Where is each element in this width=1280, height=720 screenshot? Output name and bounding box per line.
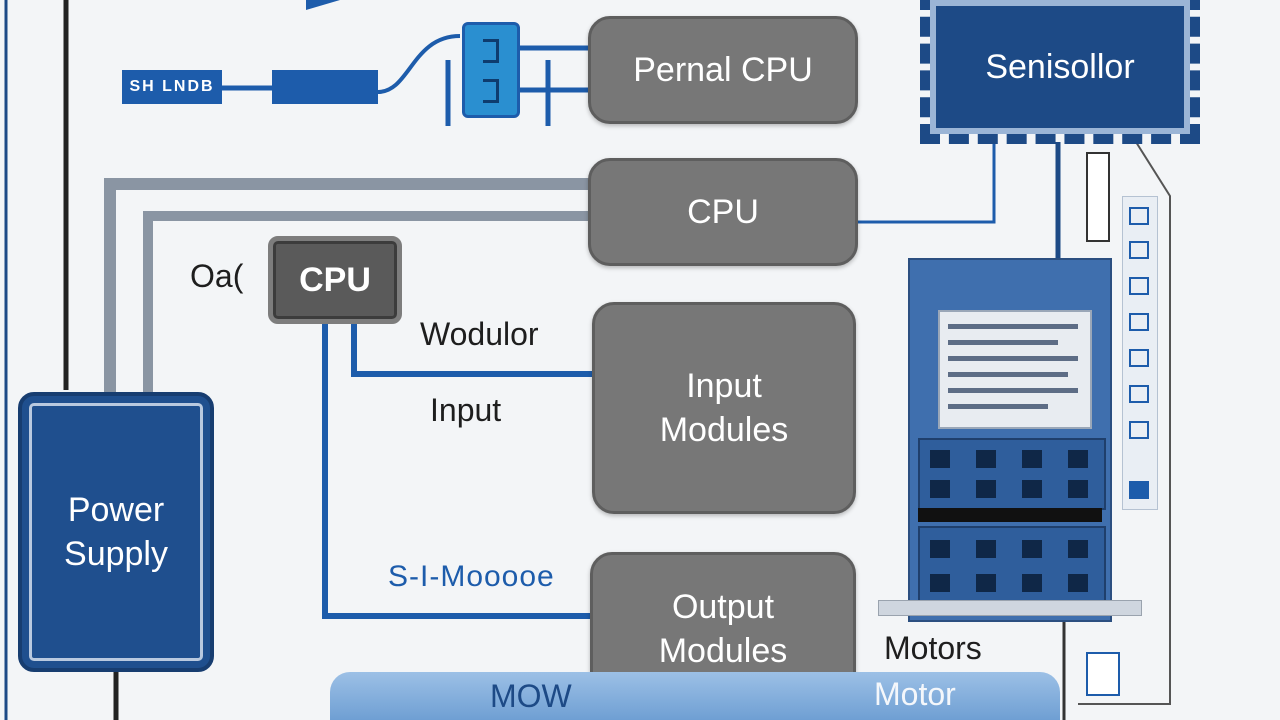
indicator-icon bbox=[1129, 241, 1149, 259]
s-modoce-label: S-I-Mooooe bbox=[388, 560, 555, 593]
switch-stack-icon bbox=[1086, 152, 1110, 242]
plc-io-bank-icon bbox=[918, 438, 1106, 510]
mow-label: MOW bbox=[490, 678, 572, 714]
din-rail-icon bbox=[878, 600, 1142, 616]
motor-symbol-icon bbox=[1086, 652, 1120, 696]
plc-display-icon bbox=[938, 310, 1092, 429]
input-modules-label-1: Input bbox=[686, 366, 762, 405]
motor-label: Motor bbox=[874, 676, 956, 712]
sensor-label: Senisollor bbox=[985, 47, 1135, 86]
oa-label: Oa( bbox=[190, 258, 244, 294]
connector-plug-icon bbox=[462, 22, 520, 118]
bottom-banner bbox=[330, 672, 1060, 720]
connector-block bbox=[272, 70, 378, 104]
indicator-strip bbox=[1122, 196, 1158, 510]
plc-separator bbox=[918, 508, 1102, 522]
indicator-icon bbox=[1129, 421, 1149, 439]
plc-io-bank-icon bbox=[918, 526, 1106, 614]
plug-pin-icon bbox=[483, 79, 499, 103]
input-label: Input bbox=[430, 392, 502, 428]
sensor-box: Senisollor bbox=[920, 0, 1200, 144]
indicator-icon bbox=[1129, 349, 1149, 367]
indicator-icon bbox=[1129, 207, 1149, 225]
indicator-icon bbox=[1129, 277, 1149, 295]
input-modules-box: Input Modules bbox=[592, 302, 856, 514]
indicator-icon bbox=[1129, 481, 1149, 499]
plc-device-icon bbox=[908, 258, 1112, 622]
power-supply-label-1: Power bbox=[67, 490, 165, 529]
connector-tag: SH LNDB bbox=[122, 70, 222, 104]
pernal-cpu-label: Pernal CPU bbox=[633, 50, 813, 89]
output-modules-label-2: Modules bbox=[658, 632, 788, 670]
indicator-icon bbox=[1129, 313, 1149, 331]
pernal-cpu-box: Pernal CPU bbox=[588, 16, 858, 124]
output-modules-label-1: Output bbox=[671, 587, 775, 626]
motors-label: Motors bbox=[884, 630, 982, 666]
power-supply-box: Power Supply bbox=[18, 392, 214, 672]
wodulor-label: Wodulor bbox=[420, 316, 539, 352]
power-supply-label-2: Supply bbox=[64, 535, 168, 573]
plug-pin-icon bbox=[483, 39, 499, 63]
indicator-icon bbox=[1129, 385, 1149, 403]
cpu-chip-icon: CPU bbox=[268, 236, 402, 324]
input-modules-label-2: Modules bbox=[659, 411, 789, 449]
cpu-box: CPU bbox=[588, 158, 858, 266]
cpu-chip-label: CPU bbox=[299, 260, 371, 299]
cpu-label: CPU bbox=[687, 192, 759, 231]
